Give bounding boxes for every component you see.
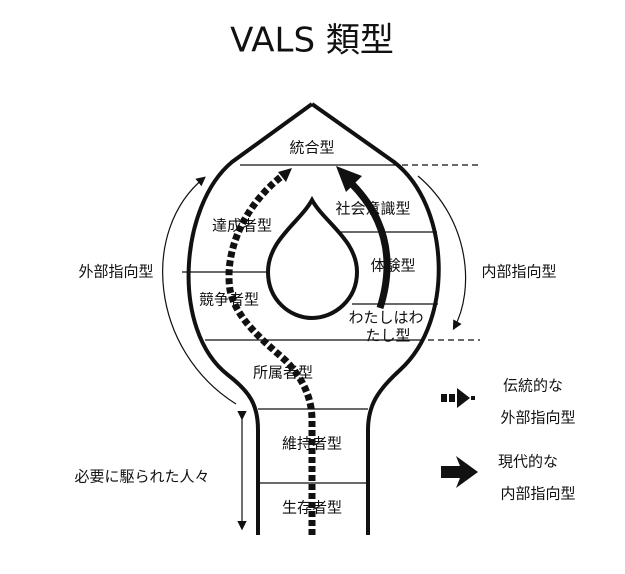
legend-traditional-line1: 伝統的な <box>503 377 563 395</box>
label-integrated: 統合型 <box>289 139 334 157</box>
label-belonger: 所属者型 <box>253 364 313 382</box>
legend-modern-icon <box>441 456 478 488</box>
modern-arrowhead <box>336 166 362 192</box>
legend-traditional-line2: 外部指向型 <box>500 409 575 427</box>
outer-bulb-outline <box>186 102 441 535</box>
outer-directed-arrow <box>162 176 237 405</box>
traditional-arrowhead <box>278 168 292 182</box>
label-inner-directed: 内部指向型 <box>481 263 556 281</box>
label-experiential: 体験型 <box>370 257 415 275</box>
legend-traditional-icon <box>441 388 475 408</box>
traditional-path-arrow <box>225 173 316 535</box>
label-survivor: 生存者型 <box>282 499 342 517</box>
legend-modern-line2: 内部指向型 <box>500 485 575 503</box>
label-need-driven: 必要に駆られた人々 <box>74 468 209 486</box>
label-i-am-me-line1: わたしはわ <box>348 309 423 327</box>
label-outer-directed: 外部指向型 <box>78 263 153 281</box>
label-i-am-me-line2: たし型 <box>365 327 410 345</box>
layer-dividers <box>182 164 480 484</box>
inner-drop <box>265 195 360 321</box>
diagram-title: VALS 類型 <box>230 21 394 61</box>
label-achiever: 達成者型 <box>212 217 272 235</box>
modern-path-arrow <box>349 181 391 310</box>
label-sustainer: 維持者型 <box>282 435 342 453</box>
legend-modern-line1: 現代的な <box>498 453 558 471</box>
label-societally-conscious: 社会意識型 <box>335 200 410 218</box>
inner-directed-arrow <box>417 175 467 331</box>
label-emulator: 競争者型 <box>199 291 259 309</box>
